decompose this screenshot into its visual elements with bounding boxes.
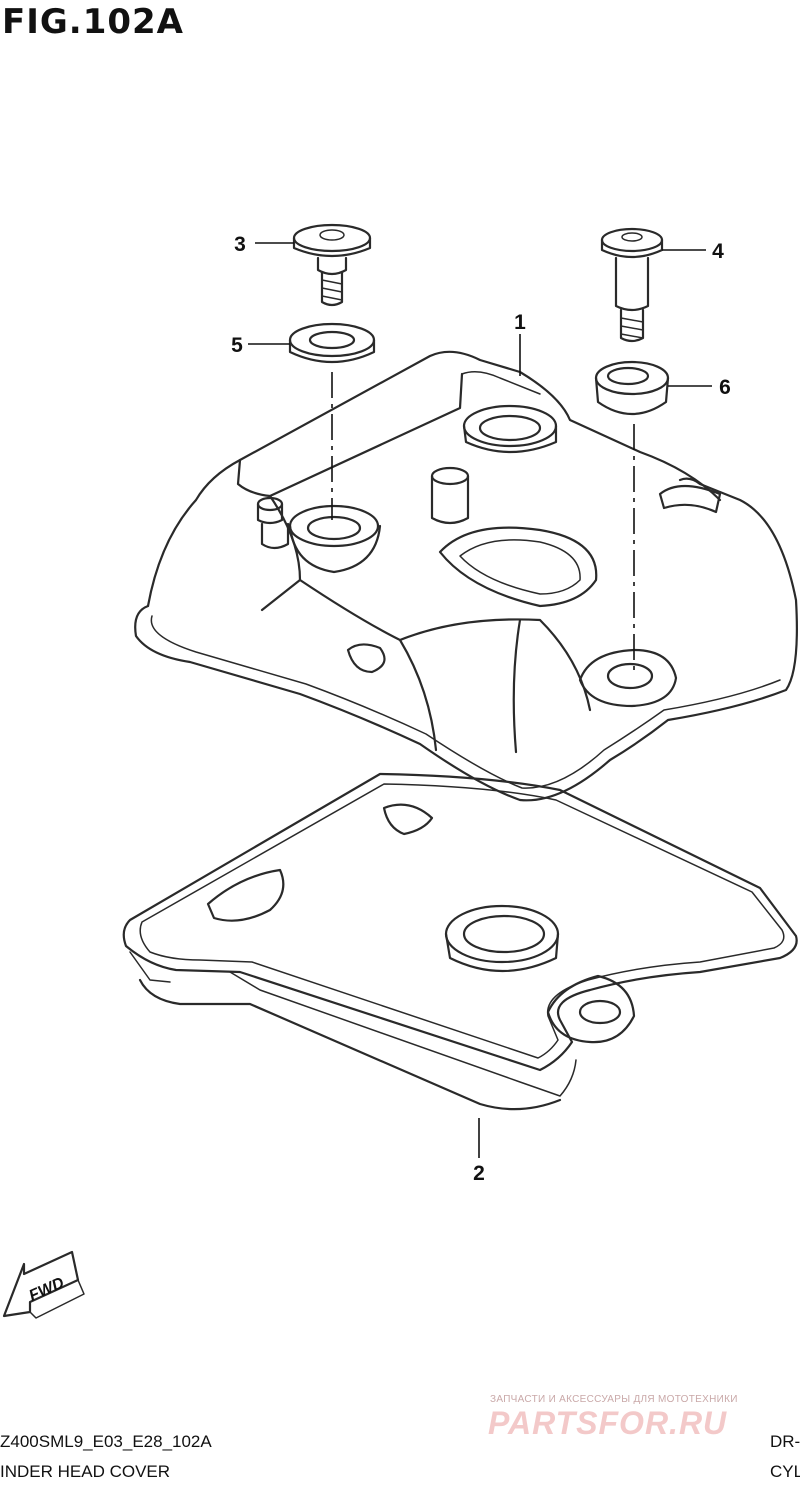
watermark-tagline: ЗАПЧАСТИ И АКСЕССУАРЫ ДЛЯ МОТОТЕХНИКИ <box>490 1394 738 1405</box>
bolt-part-4[interactable] <box>600 227 664 343</box>
footer-diagram-code: Z400SML9_E03_E28_102A <box>0 1432 212 1451</box>
watermark-brand: PARTSFOR.RU <box>488 1405 728 1441</box>
callout-1: 1 <box>514 311 526 334</box>
callout-3: 3 <box>234 233 246 256</box>
cylinder-head-cover-part-1[interactable] <box>134 350 798 802</box>
callout-5: 5 <box>231 334 243 357</box>
callout-leaders <box>248 242 712 1158</box>
gasket-part-2[interactable] <box>122 772 798 1111</box>
forward-arrow-icon: FWD <box>2 1250 85 1319</box>
figure-title: FIG.102A <box>2 2 184 42</box>
footer-diagram-name: INDER HEAD COVER <box>0 1462 171 1481</box>
bolt-part-3[interactable] <box>292 223 372 307</box>
assembly-centerlines <box>331 372 635 672</box>
seal-washer-part-5[interactable] <box>288 322 376 364</box>
callout-2: 2 <box>473 1162 485 1185</box>
grommet-part-6[interactable] <box>594 360 670 415</box>
callout-4: 4 <box>712 240 724 263</box>
fwd-label: FWD <box>27 1274 68 1305</box>
callout-6: 6 <box>719 376 731 399</box>
footer-section-name: CYL <box>770 1462 800 1481</box>
footer-model-code: DR- <box>770 1432 800 1451</box>
